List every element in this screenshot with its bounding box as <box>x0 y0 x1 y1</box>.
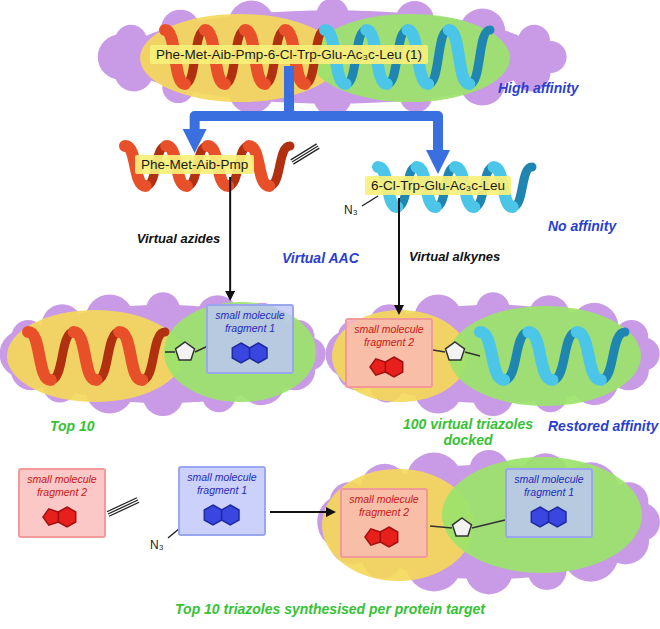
naphthalene-icon <box>219 336 281 370</box>
edge-label: Virtual azides <box>135 231 222 246</box>
node-text: 6-Cl-Trp-Glu-Ac₃c-Leu <box>371 178 505 193</box>
naphthalene-icon <box>518 500 580 534</box>
binding-region <box>449 306 641 406</box>
binding-region <box>442 457 642 573</box>
docking-note: 100 virtual triazoles docked <box>402 416 534 448</box>
binding-region <box>7 310 183 402</box>
split-arrow <box>289 66 438 150</box>
azide-bond <box>362 196 378 206</box>
reaction-arrow <box>270 511 326 513</box>
peptide-fragment-box: Phe-Met-Aib-Pmp <box>135 155 254 174</box>
protein-cloud <box>98 0 567 116</box>
node-text: small molecule fragment 2 <box>23 473 101 498</box>
fragment-box: small molecule fragment 1 <box>206 304 294 374</box>
protein-cloud <box>326 292 660 416</box>
alkyne-bond <box>108 500 138 514</box>
split-arrow <box>195 66 289 129</box>
peptide-helix <box>480 332 625 380</box>
linker-bond <box>472 520 505 528</box>
reaction-arrow <box>229 177 231 291</box>
peptide-helix <box>125 146 290 186</box>
protein-cloud <box>317 450 660 594</box>
caption-note: Top 10 triazoles synthesised per protein… <box>0 601 660 617</box>
linker-bond <box>465 352 480 356</box>
node-text: small molecule fragment 1 <box>211 309 289 334</box>
fragment-box: small molecule fragment 1 <box>178 466 266 536</box>
indene-icon <box>353 520 415 554</box>
linker-bond <box>165 351 175 353</box>
azide-label: N₃ <box>344 203 358 217</box>
affinity-note: No affinity <box>548 218 616 234</box>
node-text: small molecule fragment 1 <box>510 473 588 498</box>
fragment-box: small molecule fragment 2 <box>345 318 433 388</box>
edge-label: Virtual alkynes <box>407 249 502 264</box>
binding-region <box>164 302 316 402</box>
node-text: small molecule fragment 1 <box>183 471 261 496</box>
fragment-box: small molecule fragment 2 <box>18 468 106 538</box>
triazole-ring <box>446 342 465 360</box>
indene-icon <box>31 500 93 534</box>
step-label: Virtual AAC <box>282 250 359 266</box>
fragment-box: small molecule fragment 2 <box>340 488 428 558</box>
peptide-sequence-box: Phe-Met-Aib-Pmp-6-Cl-Trp-Glu-Ac₃c-Leu (1… <box>150 45 428 64</box>
affinity-note: High affinity <box>498 80 579 96</box>
triazole-ring <box>176 342 195 360</box>
peptide-fragment-box: 6-Cl-Trp-Glu-Ac₃c-Leu <box>365 176 511 195</box>
reaction-arrow <box>398 198 400 305</box>
naphthalene-icon <box>191 498 253 532</box>
alkyne-bond <box>107 498 137 512</box>
indene-icon <box>358 350 420 384</box>
node-text: small molecule fragment 2 <box>345 493 423 518</box>
node-text: Phe-Met-Aib-Pmp-6-Cl-Trp-Glu-Ac₃c-Leu (1… <box>156 47 422 62</box>
rank-note: Top 10 <box>50 418 95 434</box>
protein-cloud <box>0 292 326 416</box>
node-text: small molecule fragment 2 <box>350 323 428 348</box>
fragment-box: small molecule fragment 1 <box>505 468 593 538</box>
alkyne-bond <box>292 146 318 162</box>
peptide-helix <box>28 332 165 380</box>
alkyne-bond <box>291 144 317 160</box>
linker-bond <box>430 526 452 528</box>
azide-label: N₃ <box>150 538 164 552</box>
affinity-note: Restored affinity <box>548 418 658 434</box>
triazole-ring <box>453 518 472 536</box>
linker-bond <box>433 350 445 352</box>
binding-region <box>332 310 468 402</box>
node-text: Phe-Met-Aib-Pmp <box>141 157 248 172</box>
